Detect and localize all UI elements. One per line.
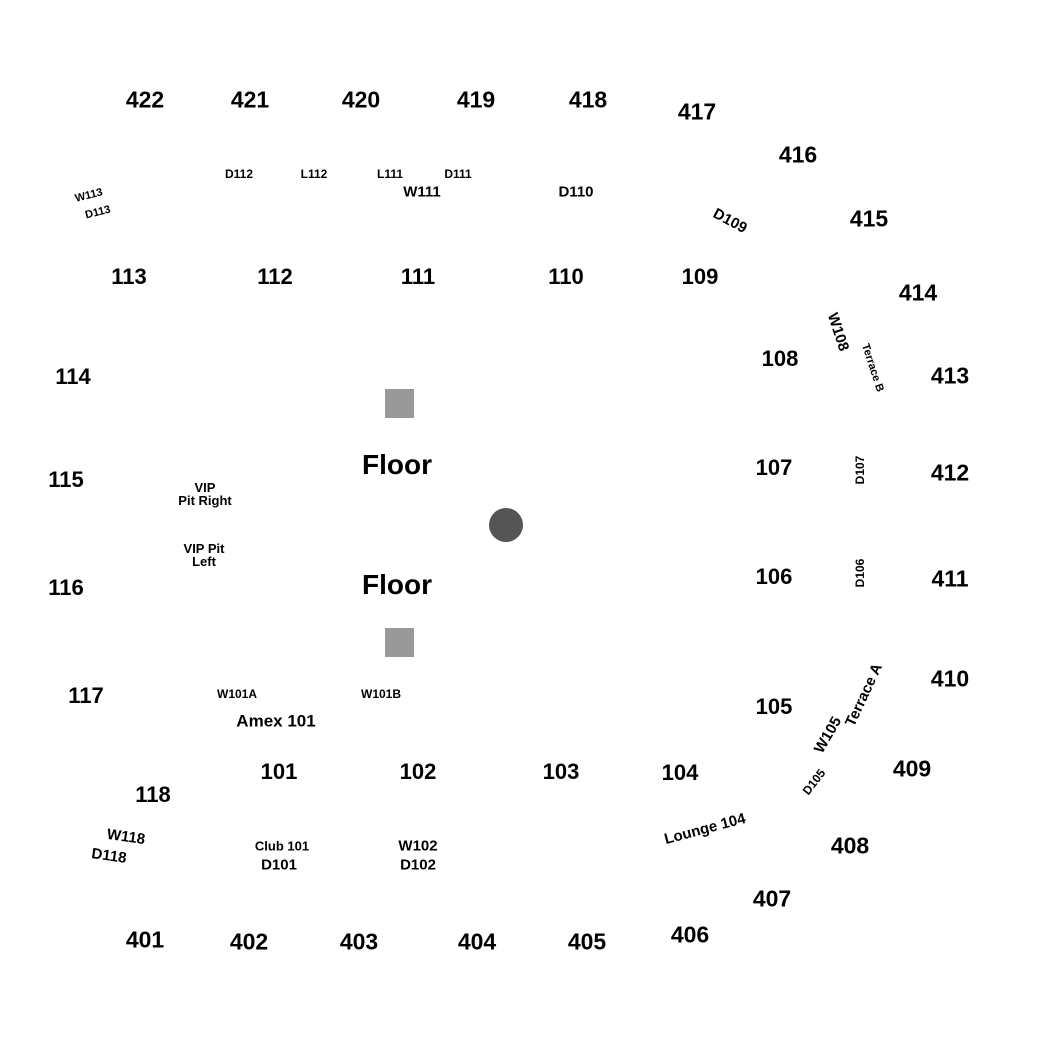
suite-w101a[interactable]: W101A	[216, 687, 258, 701]
section-104[interactable]: 104	[661, 760, 699, 785]
section-410[interactable]: 410	[930, 665, 970, 692]
section-402[interactable]: 402	[229, 928, 269, 955]
suite-l112[interactable]: L112	[300, 167, 328, 181]
section-404[interactable]: 404	[457, 928, 497, 955]
section-118[interactable]: 118	[135, 782, 171, 807]
section-114[interactable]: 114	[55, 364, 91, 389]
section-102[interactable]: 102	[399, 759, 437, 784]
suite-l111[interactable]: L111	[376, 167, 404, 181]
suite-w113[interactable]: W113	[73, 186, 104, 205]
section-412[interactable]: 412	[930, 459, 970, 486]
suite-w102[interactable]: W102	[398, 837, 438, 855]
section-416[interactable]: 416	[778, 141, 818, 168]
vip-pit-left[interactable]: VIP Pit Left	[184, 542, 225, 568]
section-420[interactable]: 420	[341, 86, 381, 113]
section-105[interactable]: 105	[755, 694, 793, 719]
suite-d110[interactable]: D110	[558, 183, 594, 201]
floor-upper[interactable]: Floor	[362, 449, 432, 480]
suite-d111[interactable]: D111	[444, 167, 472, 181]
section-110[interactable]: 110	[548, 264, 584, 289]
suite-d101[interactable]: D101	[261, 856, 297, 874]
section-417[interactable]: 417	[677, 98, 717, 125]
section-408[interactable]: 408	[830, 832, 870, 859]
vip-pit-left-line1: VIP Pit	[183, 541, 225, 556]
section-422[interactable]: 422	[125, 86, 165, 113]
section-113[interactable]: 113	[111, 264, 147, 289]
vip-pit-right-line1: VIP	[194, 480, 216, 495]
section-117[interactable]: 117	[68, 683, 104, 708]
club-101[interactable]: Club 101	[254, 838, 310, 854]
section-419[interactable]: 419	[456, 86, 496, 113]
section-418[interactable]: 418	[568, 86, 608, 113]
floor-lower[interactable]: Floor	[362, 569, 432, 600]
section-403[interactable]: 403	[339, 928, 379, 955]
suite-w108[interactable]: W108	[823, 310, 853, 354]
suite-d107[interactable]: D107	[853, 455, 867, 485]
section-108[interactable]: 108	[761, 346, 799, 371]
vip-pit-right[interactable]: VIP Pit Right	[178, 481, 231, 507]
section-116[interactable]: 116	[48, 575, 84, 600]
section-101[interactable]: 101	[260, 759, 298, 784]
section-112[interactable]: 112	[257, 264, 293, 289]
vip-pit-right-line2: Pit Right	[178, 493, 232, 508]
section-405[interactable]: 405	[567, 928, 607, 955]
suite-w105[interactable]: W105	[810, 713, 846, 757]
stage-marker-top	[385, 389, 414, 418]
section-406[interactable]: 406	[670, 921, 710, 948]
suite-w111[interactable]: W111	[403, 183, 441, 201]
terrace-b[interactable]: Terrace B	[859, 342, 886, 394]
section-409[interactable]: 409	[892, 755, 932, 782]
section-415[interactable]: 415	[849, 205, 889, 232]
suite-d106[interactable]: D106	[853, 558, 867, 588]
suite-d109[interactable]: D109	[710, 205, 750, 237]
section-103[interactable]: 103	[542, 759, 580, 784]
lounge-104[interactable]: Lounge 104	[662, 810, 748, 848]
stage-marker-bottom	[385, 628, 414, 657]
section-421[interactable]: 421	[230, 86, 270, 113]
section-401[interactable]: 401	[125, 926, 165, 953]
suite-d102[interactable]: D102	[400, 856, 436, 874]
section-407[interactable]: 407	[752, 885, 792, 912]
suite-d112[interactable]: D112	[224, 167, 254, 181]
amex-101[interactable]: Amex 101	[236, 711, 316, 731]
section-111[interactable]: 111	[400, 264, 436, 289]
center-marker	[489, 508, 523, 542]
suite-w101b[interactable]: W101B	[360, 687, 402, 701]
terrace-a[interactable]: Terrace A	[842, 660, 886, 730]
section-115[interactable]: 115	[48, 467, 84, 492]
suite-w118[interactable]: W118	[105, 825, 147, 849]
section-109[interactable]: 109	[681, 264, 719, 289]
section-413[interactable]: 413	[930, 362, 970, 389]
vip-pit-left-line2: Left	[192, 554, 216, 569]
suite-d113[interactable]: D113	[83, 203, 112, 222]
section-106[interactable]: 106	[755, 564, 793, 589]
section-411[interactable]: 411	[931, 565, 969, 592]
section-107[interactable]: 107	[755, 455, 793, 480]
suite-d118[interactable]: D118	[90, 845, 128, 867]
suite-d105[interactable]: D105	[799, 766, 829, 798]
section-414[interactable]: 414	[898, 279, 938, 306]
